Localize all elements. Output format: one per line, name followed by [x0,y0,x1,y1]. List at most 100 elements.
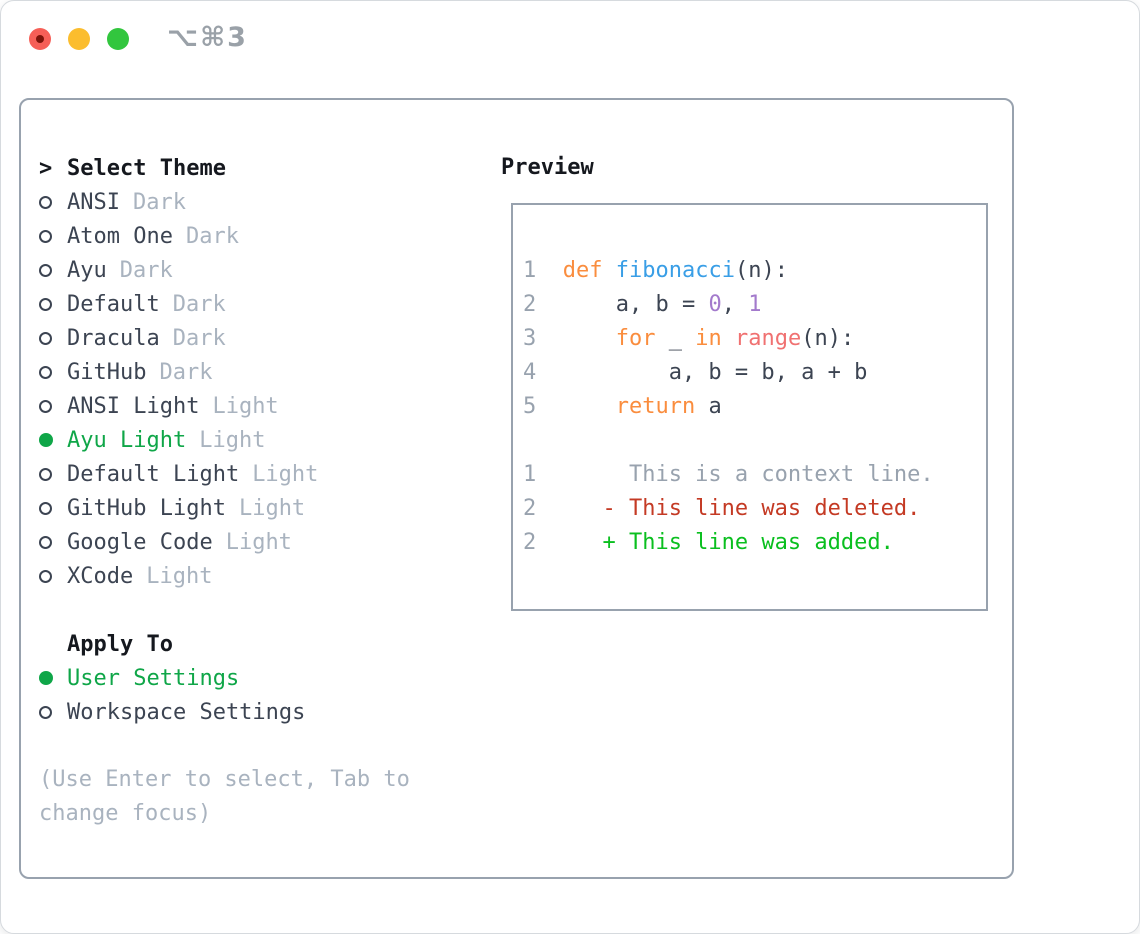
zoom-button[interactable] [107,28,129,50]
diff-text: + This line was added. [562,530,894,555]
theme-option-name: Default Light [67,461,240,487]
code-token: 1 [748,292,762,317]
code-token: , [721,292,749,317]
theme-option-name: ANSI Light [67,393,200,419]
radio-icon [39,399,52,413]
radio-icon [39,331,52,345]
diff-text: - This line was deleted. [562,496,921,521]
select-theme-label: Select Theme [67,155,226,181]
theme-variant-tag: Light [212,393,279,419]
help-line-2: change focus) [39,801,212,826]
theme-variant-tag: Dark [132,189,186,215]
blank-line [523,424,934,458]
theme-option-name: ANSI [67,189,120,215]
theme-variant-tag: Dark [119,257,173,283]
window-title: ⌥⌘3 [167,22,248,53]
help-line-1: (Use Enter to select, Tab to [39,767,410,792]
apply-option-workspace-settings[interactable]: Workspace Settings [39,695,305,729]
theme-option-xcode[interactable]: XCode Light [39,559,318,593]
radio-icon [39,263,52,277]
theme-option-default-light[interactable]: Default Light Light [39,457,318,491]
theme-option-name: Ayu [67,257,107,283]
theme-option-default[interactable]: Default Dark [39,287,318,321]
deleted-line: 2 - This line was deleted. [523,492,934,526]
code-token: def [562,258,603,283]
diff-text: This is a context line. [562,462,934,487]
code-line: 3 for _ in range(n): [523,322,934,356]
prompt-caret-icon: > [39,155,53,181]
radio-icon [39,195,52,209]
line-number: 3 [523,326,537,351]
code-token: for [615,326,656,351]
code-token [602,258,615,283]
code-token: a [695,394,722,419]
theme-variant-tag: Light [225,529,292,555]
radio-icon [39,297,52,311]
theme-option-name: Atom One [67,223,173,249]
radio-icon [39,569,52,583]
radio-icon [39,501,52,515]
code-token: (n): [801,326,855,351]
apply-option-name: User Settings [67,665,240,691]
context-line: 1 This is a context line. [523,458,934,492]
theme-option-name: Google Code [67,529,213,555]
theme-variant-tag: Light [238,495,306,521]
diff-lines: 1 This is a context line.2 - This line w… [523,458,934,560]
code-token: _ [655,326,696,351]
minimize-button[interactable] [68,28,90,50]
theme-variant-tag: Dark [172,291,226,317]
radio-icon [39,229,52,243]
apply-option-user-settings[interactable]: User Settings [39,661,305,695]
code-token: a, b = [562,292,709,317]
theme-variant-tag: Light [146,563,213,589]
line-number: 4 [523,360,537,385]
code-token: in [695,326,722,351]
code-line: 5 return a [523,390,934,424]
theme-option-ayu[interactable]: Ayu Dark [39,253,318,287]
unsaved-dot-icon [36,35,44,43]
radio-icon [39,467,52,481]
code-line: 4 a, b = b, a + b [523,356,934,390]
code-token: fibonacci [615,258,735,283]
apply-to-header: Apply To [39,627,305,661]
theme-option-ansi[interactable]: ANSI Dark [39,185,318,219]
code-token: range [734,326,802,351]
theme-option-google-code[interactable]: Google Code Light [39,525,318,559]
preview-title: Preview [501,155,594,180]
code-token [722,326,735,351]
line-number: 1 [523,462,537,487]
radio-selected-icon [39,671,53,685]
code-token [563,394,616,419]
apply-option-name: Workspace Settings [67,699,306,725]
theme-option-ansi-light[interactable]: ANSI Light Light [39,389,318,423]
theme-variant-tag: Dark [172,325,226,351]
line-number: 2 [523,530,537,555]
theme-option-name: XCode [67,563,134,589]
theme-option-name: Dracula [67,325,160,351]
theme-variant-tag: Dark [159,359,213,385]
theme-variant-tag: Light [252,461,319,487]
code-line: 2 a, b = 0, 1 [523,288,934,322]
code-token: return [615,394,696,419]
line-number: 2 [523,496,537,521]
apply-to-label: Apply To [67,631,173,657]
code-token [563,326,616,351]
code-token: a, b = b, a + b [562,360,868,385]
theme-option-dracula[interactable]: Dracula Dark [39,321,318,355]
theme-option-name: Default [67,291,160,317]
close-button[interactable] [29,28,51,50]
line-number: 5 [523,394,537,419]
radio-icon [39,705,52,719]
code-token: (n): [734,258,788,283]
